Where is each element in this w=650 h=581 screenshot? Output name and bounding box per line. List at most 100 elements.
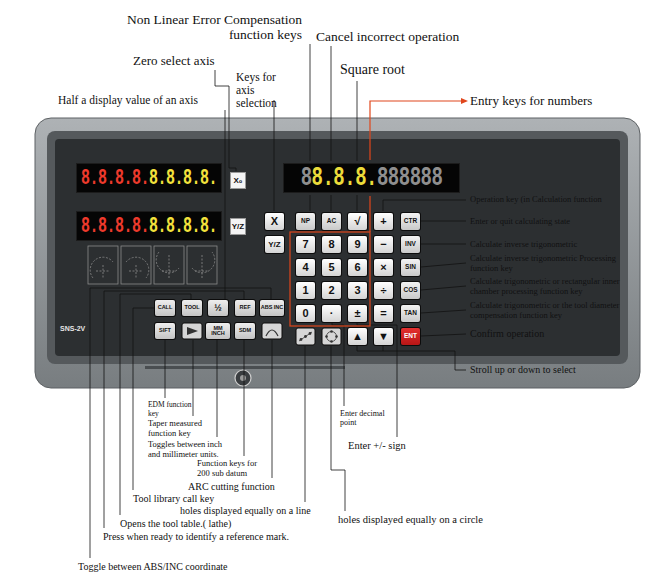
key-label: 0 [302, 308, 308, 319]
panel-key: NP [296, 213, 315, 230]
circle-holes-icon [327, 332, 337, 342]
arc-icon [266, 330, 278, 336]
key-label: SDM [239, 328, 251, 334]
panel-key: 7 [296, 236, 315, 253]
callout-label: Non Linear Error Compensation function k… [112, 12, 302, 42]
leader-line [421, 263, 466, 267]
hole-dot [330, 340, 333, 343]
quadrant-arc [126, 257, 149, 278]
panel-key: ± [348, 305, 367, 322]
display-digits: 8.8.8.8. [149, 166, 217, 191]
panel-key: INV [401, 236, 420, 253]
panel-key: ÷ [374, 282, 393, 299]
key-label: 9 [354, 239, 360, 250]
key-label: ENT [404, 333, 417, 340]
panel-key: × [374, 259, 393, 276]
panel-key: SIN [401, 259, 420, 276]
panel-key: Y/Z [265, 236, 284, 253]
leader-line [331, 346, 345, 511]
leader-line [274, 100, 275, 211]
quadrant-box [88, 246, 118, 284]
key-label: 4 [302, 262, 308, 273]
key-label: MM INCH [206, 326, 230, 337]
panel-key: SDM [235, 323, 255, 339]
callout-label: Opens the tool table.( lathe) [120, 518, 231, 529]
leader-line [215, 70, 236, 171]
callout-label: Stroll up or down to select [470, 364, 642, 376]
leader-line [421, 334, 466, 336]
callout-label: Calculate trigonometric or rectangular i… [470, 276, 642, 296]
panel-key: 5 [322, 259, 341, 276]
hole-dot [300, 338, 303, 341]
panel-key: 0 [296, 305, 315, 322]
callout-label: Press when ready to identify a reference… [103, 531, 303, 543]
panel-key: MM INCH [206, 323, 230, 339]
leader-line [104, 291, 244, 528]
leader-line [305, 346, 306, 502]
callout-label: holes displayed equally on a circle [338, 514, 483, 526]
taper-key [182, 323, 202, 339]
panel-key: = [374, 305, 393, 322]
quadrant-arc [90, 257, 113, 278]
key-label: + [380, 216, 386, 227]
key-label: ± [354, 308, 360, 319]
key-label: 2 [328, 285, 334, 296]
panel-key: ENT [401, 328, 420, 345]
taper-icon [187, 327, 198, 335]
key-label: 6 [354, 262, 360, 273]
callout-label: Tool library call key [133, 493, 214, 504]
key-label: = [380, 308, 386, 319]
key-label: INV [405, 241, 416, 248]
key-label: 7 [302, 239, 308, 250]
leader-line [244, 340, 245, 456]
axis-tag-text: Y/Z [232, 223, 244, 231]
quadrant-box [154, 246, 184, 284]
circle-holes-key [322, 328, 341, 345]
panel-key: 2 [322, 282, 341, 299]
panel-key: TOOL [182, 300, 202, 316]
display-digits: 8.8.8.8. [149, 214, 217, 239]
key-label: AC [327, 218, 336, 225]
hole-dot [330, 330, 333, 333]
callout-label: Enter decimal point [340, 409, 392, 427]
key-label: CALL [158, 305, 173, 311]
display-window: 8.8.8.8.8.8.8.8. [76, 163, 222, 193]
display-digits: 8.8.8. [312, 162, 377, 194]
axis-tag-text: X₀ [234, 177, 243, 185]
hole-dot [304, 335, 307, 338]
panel-key: REF [235, 300, 255, 316]
panel-key: 9 [348, 236, 367, 253]
slot [145, 366, 345, 369]
leader-line [357, 346, 466, 370]
panel-key: 3 [348, 282, 367, 299]
axis-tag: X₀ [230, 172, 246, 189]
lock-knob-center [240, 375, 246, 381]
leader-line [225, 110, 226, 299]
callout-label: Entry keys for numbers [470, 93, 592, 108]
display-digits: 888888 [377, 162, 442, 194]
panel-key: 1 [296, 282, 315, 299]
callout-label: EDM function key [148, 401, 192, 418]
leader-line [421, 286, 466, 290]
key-label: ABS INC [261, 305, 284, 311]
quadrant-arc [192, 252, 215, 278]
callout-label: Calculate inverse trigonometric [470, 239, 642, 249]
panel-key: CTR [401, 213, 420, 230]
panel-key: 4 [296, 259, 315, 276]
leader-lines [90, 44, 466, 558]
leader-line [421, 244, 466, 245]
key-label: SIFT [159, 328, 171, 334]
callout-label: Function keys for 200 sub datum [197, 459, 267, 478]
line-holes-icon [299, 332, 312, 341]
leader-line [383, 200, 466, 211]
key-label: ½ [214, 304, 222, 313]
display-digits: 8.8.8.8. [81, 214, 149, 239]
callout-label: Calculate trigonometric or the tool diam… [470, 300, 642, 320]
leader-line [193, 340, 194, 416]
leader-line [120, 294, 191, 515]
callout-label: Calculate inverse trigonometric Processi… [470, 253, 642, 273]
panel-key: − [374, 236, 393, 253]
leader-line [90, 288, 271, 558]
axis-tag: Y/Z [230, 218, 246, 235]
key-label: ▲ [352, 331, 363, 342]
